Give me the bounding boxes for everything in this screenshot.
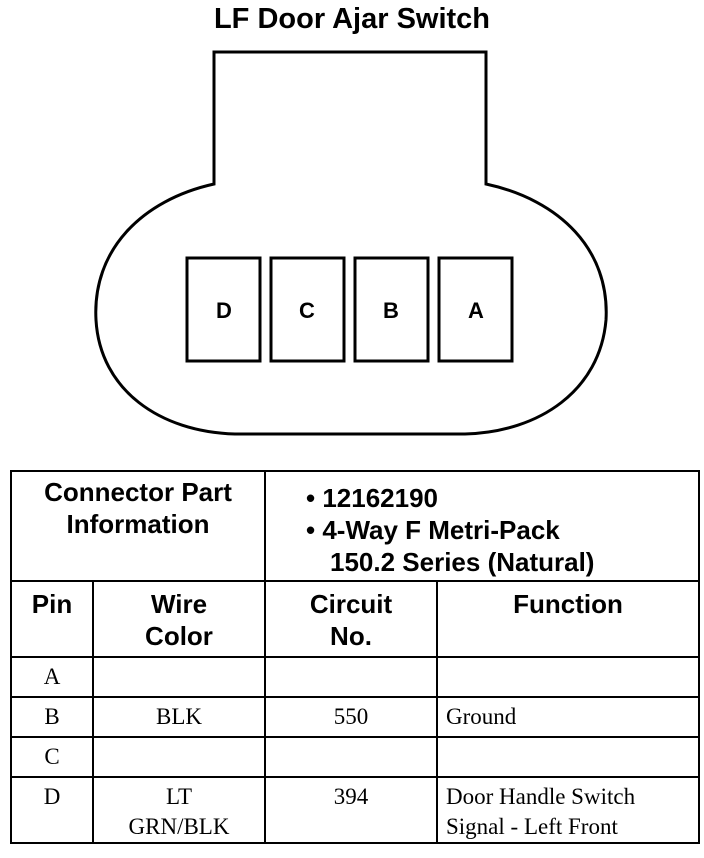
part-description: • 4-Way F Metri-Pack	[306, 515, 560, 545]
row-c-wire-color	[94, 738, 264, 742]
pin-cavity-b	[353, 256, 430, 363]
pin-cavity-a	[437, 256, 514, 363]
row-d-function-line1: Door Handle Switch	[446, 784, 636, 809]
row-d-function-line2: Signal - Left Front	[446, 814, 618, 839]
connector-info-table: Connector Part Information • 12162190 • …	[10, 470, 700, 844]
row-d-wire-color-line2: GRN/BLK	[128, 814, 230, 839]
table-row: D LT GRN/BLK 394 Door Handle Switch Sign…	[10, 776, 700, 844]
part-info-row: Connector Part Information • 12162190 • …	[10, 470, 700, 582]
header-wire-color: Wire Color	[92, 580, 266, 658]
pin-label-a: A	[468, 298, 484, 323]
pin-cavity-c	[269, 256, 346, 363]
row-a-circuit	[266, 658, 436, 662]
pin-label-d: D	[216, 298, 232, 323]
part-info-label-line1: Connector Part	[44, 477, 232, 507]
pin-label-c: C	[299, 298, 315, 323]
part-info-label-line2: Information	[66, 509, 210, 539]
part-number: • 12162190	[306, 483, 439, 513]
table-row: B BLK 550 Ground	[10, 696, 700, 738]
row-b-wire-color: BLK	[156, 704, 202, 729]
diagram-title: LF Door Ajar Switch	[213, 3, 491, 35]
row-c-pin: C	[44, 744, 60, 769]
row-d-wire-color-line1: LT	[166, 784, 192, 809]
table-row: A	[10, 656, 700, 698]
row-d-circuit: 394	[333, 784, 369, 809]
header-wire-color-line1: Wire	[150, 589, 208, 619]
row-b-pin: B	[44, 704, 60, 729]
connector-outline	[94, 50, 608, 436]
row-a-pin: A	[43, 664, 61, 689]
pin-cavity-d	[185, 256, 262, 363]
row-b-function: Ground	[446, 704, 517, 729]
column-header-row: Pin Wire Color Circuit No. Function	[10, 580, 700, 658]
row-a-wire-color	[94, 658, 264, 662]
row-c-function	[438, 738, 698, 742]
header-circuit: Circuit No.	[264, 580, 438, 658]
pin-label-b: B	[383, 298, 399, 323]
header-function: Function	[436, 580, 700, 658]
part-series: 150.2 Series (Natural)	[330, 547, 595, 577]
header-pin-label: Pin	[31, 589, 73, 619]
row-b-circuit: 550	[333, 704, 369, 729]
header-pin: Pin	[10, 580, 94, 658]
header-function-label: Function	[513, 589, 623, 619]
row-d-pin: D	[43, 784, 61, 809]
part-info-label-cell: Connector Part Information	[10, 470, 266, 582]
part-info-values-cell: • 12162190 • 4-Way F Metri-Pack 150.2 Se…	[264, 470, 700, 582]
header-circuit-line1: Circuit	[309, 589, 393, 619]
header-wire-color-line2: Color	[145, 621, 213, 651]
row-c-circuit	[266, 738, 436, 742]
table-row: C	[10, 736, 700, 778]
row-a-function	[438, 658, 698, 662]
connector-drawing: D C B A	[94, 50, 608, 436]
header-circuit-line2: No.	[330, 621, 372, 651]
